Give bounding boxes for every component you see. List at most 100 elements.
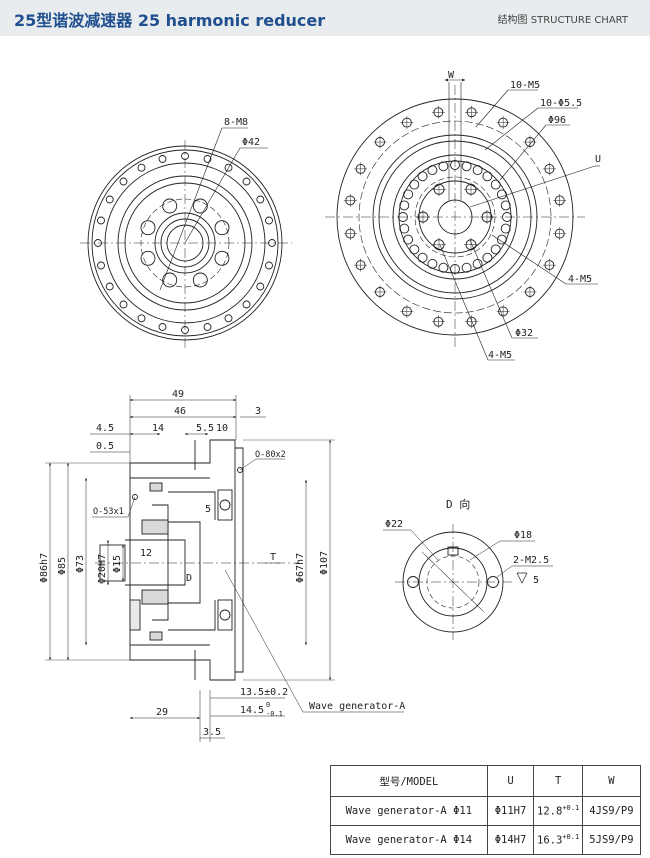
bearing-ball — [427, 258, 438, 269]
mounting-hole — [162, 272, 178, 288]
table-row: Wave generator-A Φ14 Φ14H7 16.3+0.1 5JS9… — [330, 825, 642, 855]
bearing-ball — [403, 189, 414, 200]
dim-3-5: 3.5 — [203, 727, 221, 738]
table-cell-model: Wave generator-A Φ11 — [330, 796, 488, 826]
bearing-ball — [496, 234, 507, 245]
table-cell-w: 4JS9/P9 — [581, 796, 642, 826]
t-tolerance: +0.1 — [562, 804, 580, 813]
bearing-ball — [417, 252, 428, 263]
bearing-ball — [427, 165, 438, 176]
table-cell-model: Wave generator-A Φ14 — [330, 825, 488, 855]
bolt-hole — [203, 323, 212, 331]
left-front-view — [80, 127, 292, 350]
bearing-ball — [417, 171, 428, 182]
bearing-ball — [500, 223, 511, 234]
table-cell-t: 16.3+0.1 — [533, 825, 583, 855]
table-header: U — [486, 765, 535, 797]
bolt-hole — [158, 323, 167, 331]
mounting-hole — [192, 198, 208, 214]
d-direction-view — [383, 524, 553, 640]
bearing-ball — [403, 234, 414, 245]
dim-12: 12 — [140, 548, 152, 559]
label-10-m5: 10-M5 — [510, 80, 540, 91]
bearing-ball — [490, 244, 501, 255]
dim-5: 5 — [205, 504, 211, 515]
spec-table: 型号/MODEL U T W Wave generator-A Φ11 Φ11H… — [330, 765, 642, 855]
bearing-ball — [399, 200, 410, 211]
table-cell-u: Φ11H7 — [486, 796, 535, 826]
dim-14: 14 — [152, 423, 164, 434]
mounting-hole — [214, 220, 230, 236]
dim-d73: Φ73 — [75, 555, 86, 573]
dim-d: D — [186, 573, 192, 584]
page-header: 25型谐波减速器 25 harmonic reducer 结构图 STRUCTU… — [0, 0, 650, 36]
bearing-ball — [500, 200, 511, 211]
bearing-ball — [472, 258, 483, 269]
bolt-hole — [119, 300, 128, 309]
dim-14-5: 14.5 — [240, 705, 264, 716]
bearing-ball — [438, 161, 449, 172]
dim-3: 3 — [255, 406, 261, 417]
bolt-hole — [137, 314, 146, 323]
label-4-m5-right: 4-M5 — [568, 274, 592, 285]
bolt-hole — [105, 282, 114, 291]
table-cell-u: Φ14H7 — [486, 825, 535, 855]
label-d96: Φ96 — [548, 115, 566, 126]
dim-46: 46 — [174, 406, 186, 417]
dim-d85: Φ85 — [57, 557, 68, 575]
label-d32: Φ32 — [515, 328, 533, 339]
label-w: W — [448, 70, 455, 81]
bolt-hole — [256, 282, 265, 291]
t-tolerance: +0.1 — [562, 833, 580, 842]
bolt-hole — [265, 261, 273, 270]
d-view-title: D 向 — [446, 497, 470, 511]
dim-4-5: 4.5 — [96, 423, 114, 434]
t-value: 12.8 — [537, 805, 563, 818]
mounting-hole — [214, 250, 230, 266]
dim-0-5: 0.5 — [96, 441, 114, 452]
depth-group: 5 — [516, 572, 539, 586]
dim-14-5-tol-upper: 0 — [266, 701, 270, 709]
mounting-hole — [192, 272, 208, 288]
label-wave-generator: Wave generator-A — [309, 701, 405, 712]
bearing-ball — [482, 252, 493, 263]
label-u: U — [595, 154, 601, 165]
bolt-hole — [137, 163, 146, 172]
bearing-ball — [461, 161, 472, 172]
bearing-ball — [409, 179, 420, 190]
t-value: 16.3 — [537, 834, 563, 847]
depth-symbol-icon — [516, 572, 528, 584]
bearing-ball — [461, 262, 472, 273]
mounting-hole — [140, 220, 156, 236]
bolt-hole — [242, 177, 251, 186]
bearing-ball — [399, 223, 410, 234]
dim-t: T — [270, 552, 276, 563]
bolt-hole — [119, 177, 128, 186]
dim-d20: Φ20H7 — [97, 554, 108, 584]
section-view — [45, 395, 404, 742]
bolt-hole — [97, 216, 105, 225]
dim-d86: Φ86h7 — [39, 553, 50, 583]
bolt-hole — [105, 195, 114, 204]
bearing-ball — [438, 262, 449, 273]
bearing-ball — [409, 244, 420, 255]
table-header: W — [581, 765, 642, 797]
bolt-hole — [242, 300, 251, 309]
dim-14-5-tol-lower: -0.1 — [266, 710, 283, 718]
table-cell-t: 12.8+0.1 — [533, 796, 583, 826]
bolt-hole — [203, 155, 212, 163]
label-2-m2-5: 2-M2.5 — [513, 555, 549, 566]
dim-d15: Φ15 — [112, 555, 123, 573]
bolt-hole — [97, 261, 105, 270]
label-d22: Φ22 — [385, 519, 403, 530]
bearing-ball — [472, 165, 483, 176]
dim-d107: Φ107 — [319, 551, 330, 575]
technical-drawing: 8-M8 Φ42 W 10-M5 10-Φ5.5 — [39, 70, 601, 742]
mounting-hole — [140, 250, 156, 266]
label-8-m8: 8-M8 — [224, 117, 248, 128]
label-depth-5: 5 — [533, 575, 539, 586]
bolt-hole — [224, 314, 233, 323]
table-header-row: 型号/MODEL U T W — [330, 765, 642, 797]
dim-d67: Φ67h7 — [295, 553, 306, 583]
label-d18: Φ18 — [514, 530, 532, 541]
